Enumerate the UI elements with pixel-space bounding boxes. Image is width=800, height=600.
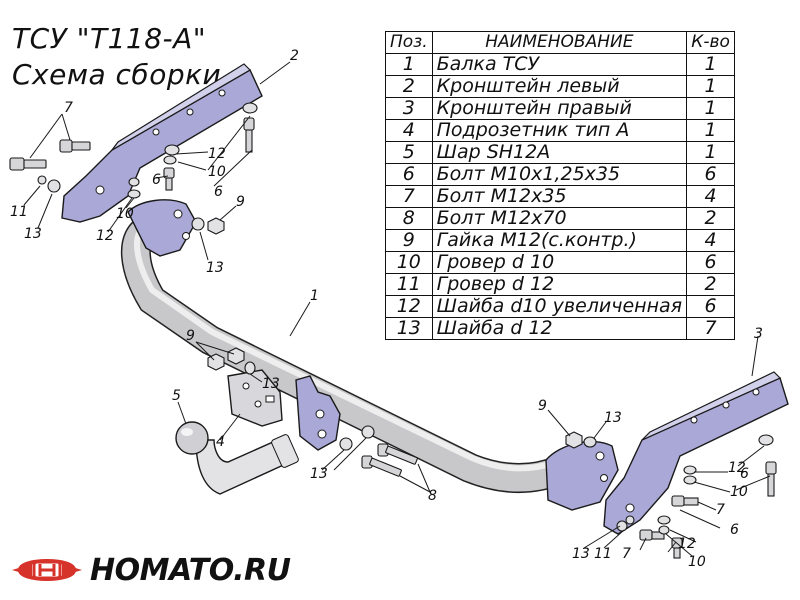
callout-1: 1 — [310, 288, 319, 304]
logo-text: HOMATO.RU — [90, 552, 291, 588]
row-name: Балка ТСУ — [431, 53, 688, 76]
bolt-6-b — [163, 167, 175, 191]
row-pos: 1 — [385, 53, 433, 76]
callout-8: 8 — [428, 488, 437, 504]
callout-13-a: 13 — [24, 226, 42, 242]
left-beam-plate — [127, 199, 197, 257]
callout-9-b: 9 — [186, 328, 195, 344]
row-pos: 8 — [385, 207, 433, 230]
callout-7-c: 7 — [622, 546, 631, 562]
left-bracket — [61, 63, 263, 223]
callout-10-d: 10 — [688, 554, 706, 570]
callout-4: 4 — [216, 434, 225, 450]
callout-10-c: 10 — [730, 484, 748, 500]
bolt-6-a — [243, 117, 255, 153]
row-pos: 3 — [385, 97, 433, 120]
row-qty: 7 — [686, 317, 736, 340]
callout-13-e: 13 — [604, 410, 622, 426]
row-pos: 12 — [385, 295, 433, 318]
callout-11-a: 11 — [10, 204, 28, 220]
callout-3: 3 — [754, 326, 763, 342]
callout-10-a: 10 — [208, 164, 226, 180]
row-qty: 4 — [686, 185, 736, 208]
callout-12-a: 12 — [208, 146, 226, 162]
callout-2: 2 — [290, 48, 299, 64]
header-name: НАИМЕНОВАНИЕ — [431, 31, 688, 54]
callout-13-d: 13 — [310, 466, 328, 482]
row-name: Шар SH12A — [431, 141, 688, 164]
callout-11-b: 11 — [594, 546, 612, 562]
bolt-7-c — [671, 495, 699, 507]
socket-plate — [227, 369, 283, 427]
row-pos: 10 — [385, 251, 433, 274]
callout-13-b: 13 — [206, 260, 224, 276]
callout-6-c: 6 — [740, 466, 749, 482]
callout-7-a: 7 — [64, 100, 73, 116]
row-pos: 13 — [385, 317, 433, 340]
callout-12-d: 12 — [678, 536, 696, 552]
bolts — [9, 117, 777, 559]
diagram-subtitle: Схема сборки — [12, 58, 222, 91]
leader-lines — [23, 61, 771, 557]
row-name: Шайба d10 увеличенная — [431, 295, 688, 318]
callout-6-a: 6 — [214, 184, 223, 200]
diagram-title: ТСУ "Т118-А" — [12, 22, 207, 55]
header-pos: Поз. — [385, 31, 433, 54]
beam-tube — [121, 213, 575, 493]
callout-7-b: 7 — [716, 502, 725, 518]
row-name: Шайба d 12 — [431, 317, 688, 340]
callout-10-b: 10 — [116, 206, 134, 222]
row-qty: 2 — [686, 207, 736, 230]
bolt-8-a — [377, 443, 418, 465]
row-pos: 4 — [385, 119, 433, 142]
callout-6-b: 6 — [152, 172, 161, 188]
logo-emblem-icon — [12, 559, 82, 581]
callout-13-f: 13 — [572, 546, 590, 562]
row-qty: 6 — [686, 251, 736, 274]
row-name: Подрозетник тип А — [431, 119, 688, 142]
right-beam-plate — [545, 440, 619, 511]
callout-6-d: 6 — [730, 522, 739, 538]
parts-table-header: Поз. НАИМЕНОВАНИЕ К-во — [385, 31, 736, 54]
right-bracket — [603, 371, 789, 535]
callout-9-c: 9 — [538, 398, 547, 414]
bolt-8-b — [361, 455, 402, 477]
bolt-7-b — [59, 139, 91, 153]
center-hitch-plate — [295, 375, 341, 451]
callouts: 2 7 11 13 12 10 6 6 10 12 9 13 1 9 13 5 … — [10, 48, 763, 570]
bolt-6-c — [765, 461, 777, 497]
bolt-7-d — [639, 529, 665, 541]
bolt-7-a — [9, 157, 47, 171]
callout-13-c: 13 — [262, 376, 280, 392]
callout-9-a: 9 — [236, 194, 245, 210]
row-qty: 1 — [686, 75, 736, 98]
tow-ball — [175, 421, 299, 495]
callout-5: 5 — [172, 388, 181, 404]
callout-12-c: 12 — [728, 460, 746, 476]
callout-12-b: 12 — [96, 228, 114, 244]
site-logo: HOMATO.RU — [12, 548, 291, 592]
